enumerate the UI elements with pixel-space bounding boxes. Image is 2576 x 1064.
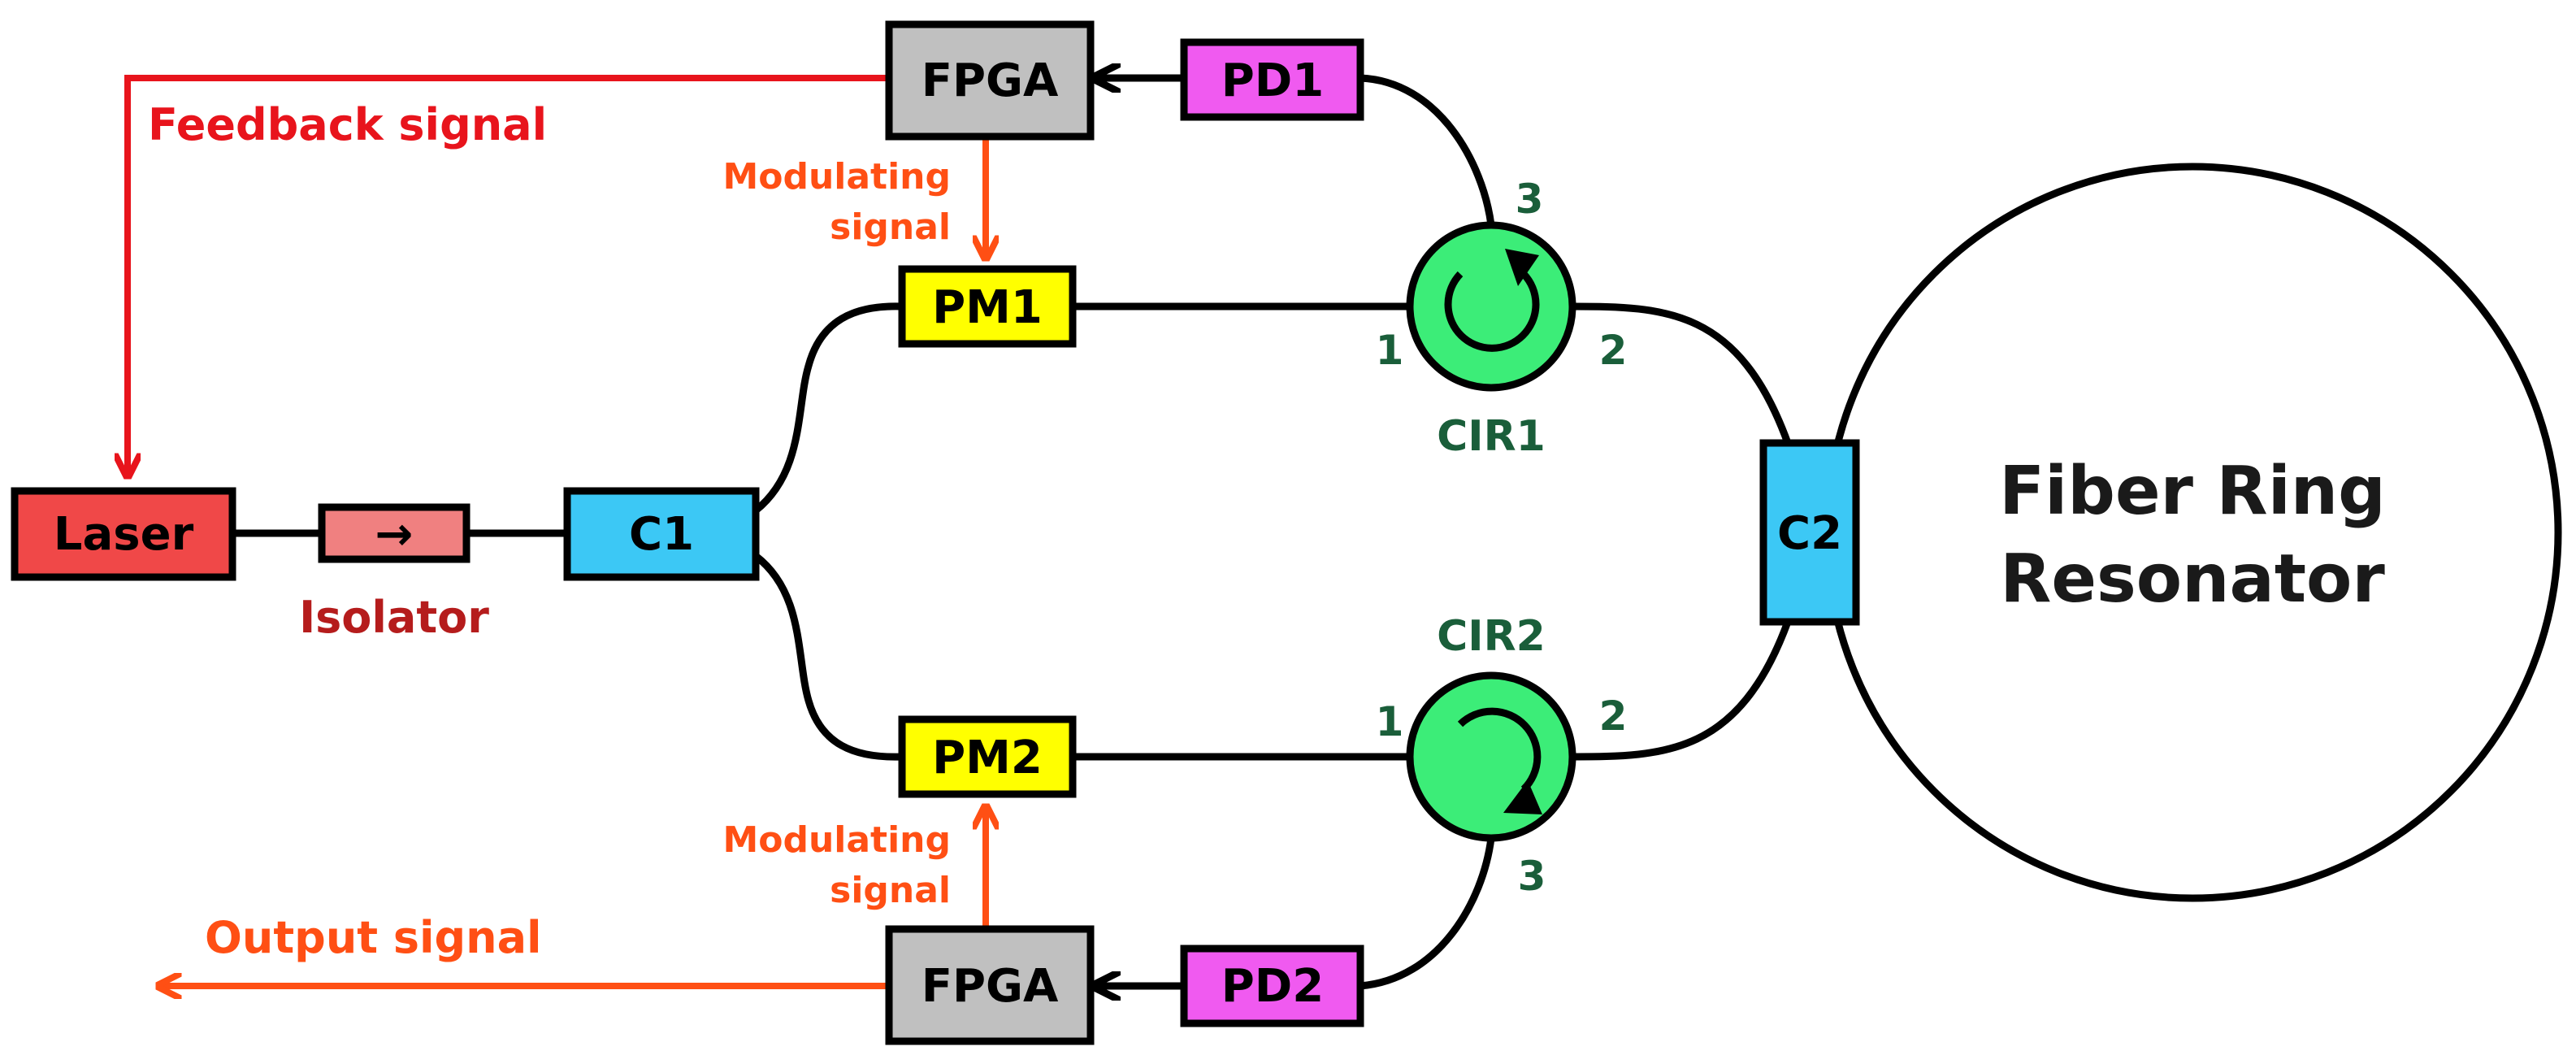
pm1-label: PM1 [932,281,1043,334]
feedback-signal-line [128,75,889,474]
cir1-port1: 1 [1376,327,1404,374]
modulating-signal-top-line2: signal [830,206,951,248]
fiber-cir2-c2 [1572,620,1792,761]
cir2-port1: 1 [1376,698,1404,745]
fiber-cir1-c2 [1572,302,1792,445]
fpga-top-label: FPGA [922,54,1059,107]
signal-lines [128,75,986,986]
fiber-connections [232,74,1792,990]
pd2-label: PD2 [1221,960,1325,1013]
ring-label-line1: Fiber Ring [1999,453,2386,530]
pm2-box [898,715,1077,798]
fpga-top-block: FPGA [885,20,1095,141]
pd2-box [1180,945,1364,1027]
laser-label: Laser [54,508,194,561]
pd1-box [1180,38,1364,121]
c2-label: C2 [1777,507,1842,560]
fiber-c1-pm1 [753,302,903,514]
fiber-cir1-pd1 [1360,74,1495,226]
cir2-arrowhead-icon [1503,780,1542,814]
cir2-port3: 3 [1518,853,1546,900]
modulating-signal-top-line1: Modulating [722,156,951,198]
pm1-box [898,265,1077,348]
cir2-rotation-arrow-icon [1457,707,1542,793]
modulating-signal-bottom-line1: Modulating [722,819,951,861]
circulator-2: CIR2 1 2 3 [1376,612,1628,900]
c1-label: C1 [629,508,694,561]
pm2-label: PM2 [932,732,1043,784]
pm2-block: PM2 [898,715,1077,798]
isolator-label: Isolator [299,592,489,643]
modulating-signal-bottom-line2: signal [830,870,951,911]
c2-box [1759,439,1860,626]
cir2-port2: 2 [1599,693,1628,740]
isolator-block: → Isolator [299,503,489,643]
fiber-cir2-pd2 [1360,837,1495,990]
c1-block: C1 [563,487,760,581]
pd1-label: PD1 [1221,54,1325,107]
pm1-block: PM1 [898,265,1077,348]
cir1-label: CIR1 [1437,412,1546,461]
fpga-bottom-box [885,925,1095,1045]
pd2-block: PD2 [1180,945,1364,1027]
feedback-signal-label: Feedback signal [148,99,547,150]
circulator-1: CIR1 1 2 3 [1376,176,1628,461]
c1-box [563,487,760,581]
cir1-body [1406,221,1576,392]
fpga-bottom-block: FPGA [885,925,1095,1045]
cir2-label: CIR2 [1437,612,1546,661]
fpga-bottom-label: FPGA [922,960,1059,1013]
laser-box [11,487,236,581]
pd1-block: PD1 [1180,38,1364,121]
c2-block: C2 [1759,439,1860,626]
cir1-rotation-arrow-icon [1444,271,1540,352]
isolator-arrow-icon: → [375,508,414,561]
cir1-arrowhead-icon [1505,249,1539,286]
fiber-c1-pm2 [753,553,903,761]
output-signal-label: Output signal [205,912,542,963]
cir1-port3: 3 [1516,176,1544,223]
cir2-body [1406,671,1576,842]
fiber-ring [1823,163,2562,902]
cir1-port2: 2 [1599,327,1628,374]
isolator-box [318,503,471,563]
ring-label-line2: Resonator [2000,541,2385,618]
fpga-top-box [885,20,1095,141]
laser-block: Laser [11,487,236,581]
